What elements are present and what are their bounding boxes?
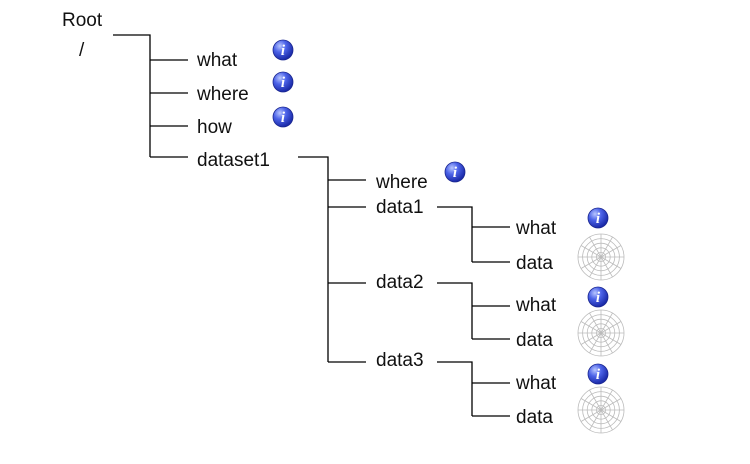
node-data3: data3 xyxy=(376,350,424,371)
svg-text:i: i xyxy=(596,290,601,306)
info-icon-data2-what: i xyxy=(587,286,609,308)
info-icon-what: i xyxy=(272,39,294,61)
svg-text:i: i xyxy=(596,211,601,227)
node-how: how xyxy=(197,117,232,138)
node-data2: data2 xyxy=(376,272,424,293)
node-data3-data: data xyxy=(516,407,553,428)
polar-grid-icon-data1 xyxy=(577,233,625,281)
node-what: what xyxy=(197,50,238,71)
node-data1-data: data xyxy=(516,253,553,274)
root-label: Root xyxy=(62,10,103,31)
svg-text:i: i xyxy=(281,75,286,91)
connector-root xyxy=(113,34,188,158)
info-icon-data3-what: i xyxy=(587,363,609,385)
node-where: where xyxy=(197,84,249,105)
node-data3-what: what xyxy=(516,373,557,394)
svg-text:i: i xyxy=(281,43,286,59)
info-icon-where: i xyxy=(272,71,294,93)
polar-grid-icon-data3 xyxy=(577,386,625,434)
connector-data3 xyxy=(437,361,510,417)
root-path-label: / xyxy=(79,40,85,61)
svg-text:i: i xyxy=(281,110,286,126)
node-data1: data1 xyxy=(376,197,424,218)
node-data2-data: data xyxy=(516,330,553,351)
svg-text:i: i xyxy=(453,165,458,181)
tree-connectors xyxy=(113,34,510,417)
svg-text:i: i xyxy=(596,367,601,383)
node-dataset1-where: where xyxy=(376,172,428,193)
node-data2-what: what xyxy=(516,295,557,316)
connector-dataset1 xyxy=(298,156,366,363)
connector-data2 xyxy=(437,282,510,340)
polar-grid-icon-data2 xyxy=(577,309,625,357)
connector-data1 xyxy=(437,206,510,263)
info-icon-data1-what: i xyxy=(587,207,609,229)
info-icon-how: i xyxy=(272,106,294,128)
info-icon-dataset1-where: i xyxy=(444,161,466,183)
node-data1-what: what xyxy=(516,218,557,239)
node-dataset1: dataset1 xyxy=(197,150,270,171)
